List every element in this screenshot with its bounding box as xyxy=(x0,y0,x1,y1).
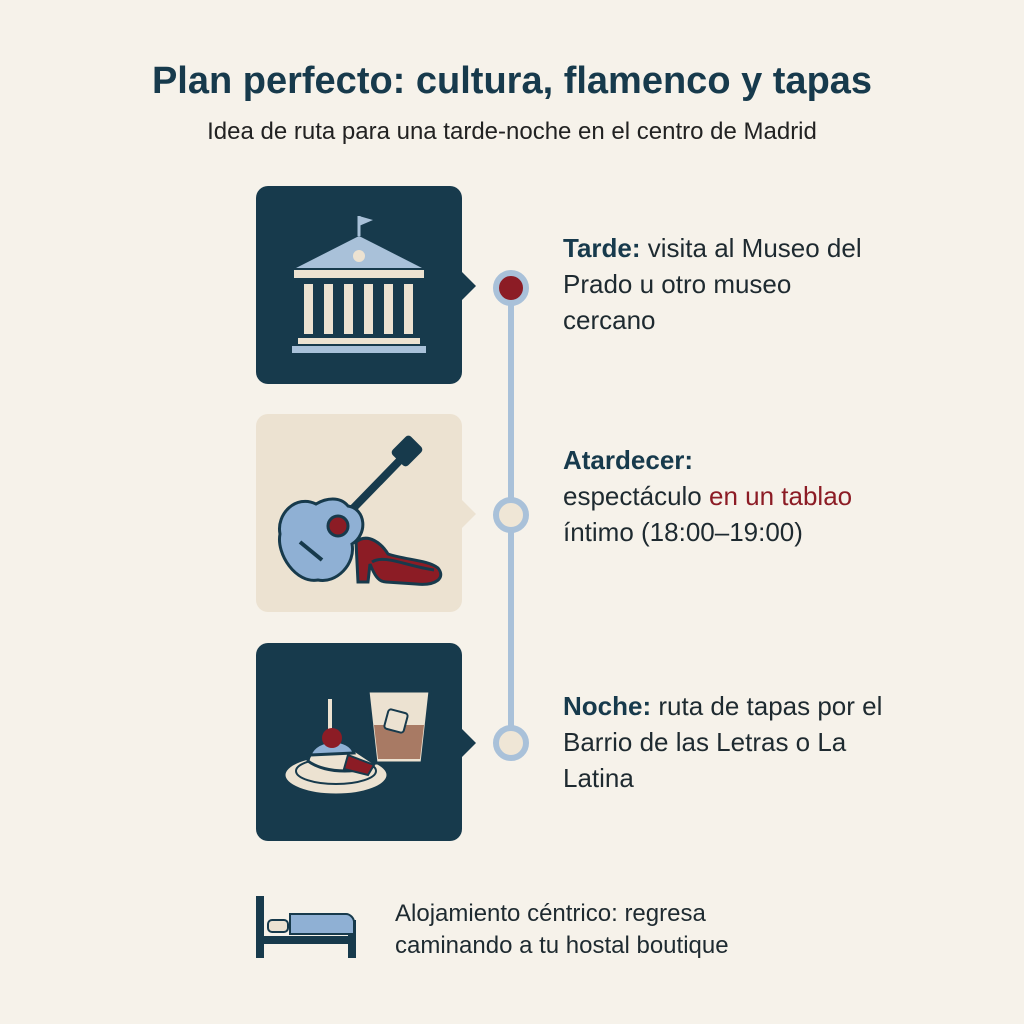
guitar-flamenco-shoe-icon xyxy=(278,435,443,586)
step-label: Atardecer: xyxy=(563,445,694,475)
step-label: Tarde: xyxy=(563,233,641,263)
card-atardecer xyxy=(256,414,476,612)
step-highlight: en un tablao xyxy=(708,481,853,511)
step-noche: Noche: ruta de tapas por el Barrio de la… xyxy=(563,688,883,796)
step-tarde: Tarde: visita al Museo del Prado u otro … xyxy=(563,230,883,338)
timeline-node-noche xyxy=(493,725,529,761)
step-atardecer: Atardecer: espectáculo en un tablao ínti… xyxy=(563,442,883,550)
timeline-node-tarde xyxy=(493,270,529,306)
footer-text: Alojamiento céntrico: regresa caminando … xyxy=(395,900,729,959)
step-label: Noche: xyxy=(563,691,652,721)
step-description-end: íntimo (18:00–19:00) xyxy=(563,517,803,547)
card-pointer xyxy=(462,500,476,528)
card-noche xyxy=(256,643,476,841)
page-subtitle: Idea de ruta para una tarde-noche en el … xyxy=(207,118,817,145)
card-tarde xyxy=(256,186,476,384)
museum-icon xyxy=(292,216,426,353)
card-pointer xyxy=(462,729,476,757)
step-description: visita al Museo del Prado u otro museo c… xyxy=(563,233,862,335)
page-title: Plan perfecto: cultura, flamenco y tapas xyxy=(151,60,873,102)
bed-icon xyxy=(256,896,356,958)
step-description: ruta de tapas por el Barrio de las Letra… xyxy=(563,691,883,793)
card-pointer xyxy=(462,272,476,300)
timeline-node-atardecer xyxy=(493,497,529,533)
tapas-drink-icon xyxy=(282,689,432,797)
step-description: espectáculo xyxy=(563,481,709,511)
